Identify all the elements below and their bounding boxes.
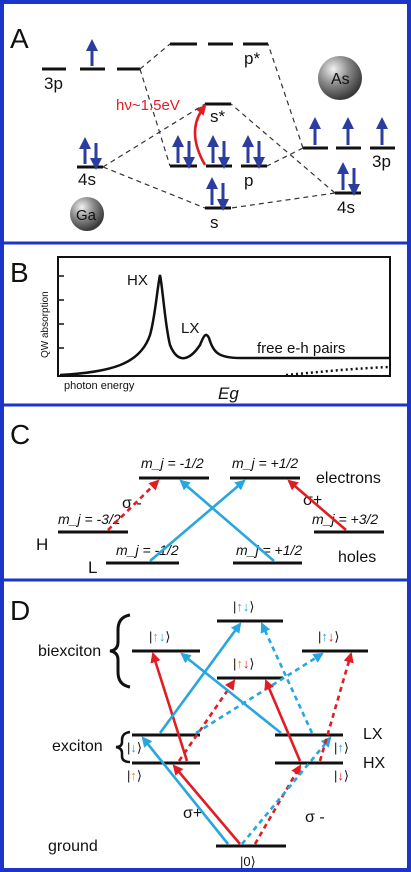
d-transition-ground-to-hx-right — [253, 764, 302, 845]
electrons-label: electrons — [316, 470, 381, 487]
d-transition-hx-right-to-biex-mid — [264, 679, 302, 762]
corr-line-ga4s-s — [102, 166, 206, 209]
d-transition-lx-right-to-biex-top — [260, 622, 314, 734]
bandgap-continuum-dotted — [285, 365, 390, 377]
absorption-spectrum-curve — [59, 274, 389, 377]
hole-mj-label-h-left: m_j = -3/2 — [58, 511, 121, 527]
panel-c: C m_j = -1/2 m_j = +1/2 m_j = -3/2 m_j =… — [10, 419, 384, 577]
sigma-plus-label-d: σ+ — [183, 805, 202, 822]
corr-line-as3p-pstar — [267, 43, 304, 149]
exciton-state-hx-left: |↑⟩ — [127, 768, 142, 783]
biexciton-label: biexciton — [38, 643, 101, 660]
as-3p-label: 3p — [372, 152, 391, 171]
holes-label: holes — [338, 549, 376, 566]
sigma-minus-label-d: σ - — [305, 809, 325, 826]
free-eh-pairs-label: free e-h pairs — [257, 340, 345, 357]
hole-mj-label-l-right: m_j = +1/2 — [236, 542, 302, 558]
ga-atom-label: Ga — [76, 207, 97, 224]
transition-l-right-to-e-left — [179, 479, 275, 562]
hx-state-label: HX — [363, 755, 386, 772]
d-transition-lx-left-to-biex-top — [158, 622, 242, 734]
photon-energy-label: hν~1.5eV — [116, 97, 180, 114]
pstar-label: p* — [244, 49, 260, 68]
transition-l-left-to-e-right — [149, 479, 246, 562]
sigma-minus-label-c: σ - — [122, 495, 142, 512]
d-transition-lx-left-to-biex-right — [195, 652, 324, 735]
d-transition-hx-left-to-biex-left — [150, 652, 189, 762]
exciton-label: exciton — [52, 738, 103, 755]
d-transition-ground-to-hx-left — [172, 764, 241, 845]
electron-mj-label-left: m_j = -1/2 — [141, 455, 204, 471]
l-band-label: L — [88, 558, 97, 577]
panel-d: D biexciton exciton ground LX HX σ+ σ - … — [10, 595, 386, 869]
transition-h-right-sigma-plus — [287, 479, 347, 531]
d-transition-lx-right-to-biex-left — [180, 652, 282, 735]
ga-4s-label: 4s — [78, 170, 96, 189]
lx-state-label: LX — [363, 726, 383, 743]
p-label: p — [244, 171, 253, 190]
exciton-brace — [115, 730, 131, 764]
exciton-state-hx-right: |↓⟩ — [334, 768, 349, 783]
d-transition-hx-left-to-biex-mid — [177, 679, 236, 762]
h-band-label: H — [36, 535, 48, 554]
corr-line-as4s-s — [230, 192, 336, 209]
as-atom-label: As — [331, 71, 350, 88]
corr-line-as3p-p — [266, 147, 304, 167]
ground-label: ground — [48, 838, 98, 855]
as-atom-sphere — [318, 56, 362, 100]
hx-peak-label: HX — [127, 272, 148, 289]
corr-line-as4s-sstar — [230, 103, 336, 194]
ga-atom-sphere — [70, 197, 104, 231]
d-transition-ground-to-lx-right — [240, 736, 332, 845]
exciton-state-lx-right: |↑⟩ — [334, 740, 349, 755]
ga-3p-label: 3p — [44, 74, 63, 93]
absorption-axis-label: QW absorption — [40, 291, 51, 358]
panel-a: A 3p p* As s* hν~1.5eV 4s p — [10, 23, 395, 232]
panel-d-label: D — [10, 595, 30, 626]
photon-energy-axis-label: photon energy — [64, 380, 135, 392]
panel-b: B QW absorption photon energy HX LX free… — [10, 256, 391, 403]
transition-h-left-sigma-minus — [107, 479, 160, 531]
ground-state-ket: |0⟩ — [240, 854, 256, 869]
bandgap-label: Eg — [218, 384, 239, 403]
biexciton-state-top: |↑↓⟩ — [233, 599, 254, 614]
panel-c-label: C — [10, 419, 30, 450]
electron-mj-label-right: m_j = +1/2 — [232, 455, 298, 471]
corr-line-ga3p-pstar — [139, 43, 171, 70]
biexciton-state-right: |↑↓⟩ — [318, 629, 339, 644]
absorption-plot-frame — [57, 256, 391, 377]
lx-peak-label: LX — [181, 320, 199, 337]
photon-excitation-arrow — [193, 104, 207, 166]
hole-mj-label-l-left: m_j = -1/2 — [116, 542, 179, 558]
s-label: s — [210, 213, 219, 232]
y-axis-ticks — [58, 275, 64, 349]
hole-mj-label-h-right: m_j = +3/2 — [312, 511, 378, 527]
biexciton-state-mid: |↑↓⟩ — [233, 656, 254, 671]
panel-a-label: A — [10, 23, 29, 54]
corr-line-ga4s-sstar — [102, 103, 206, 168]
corr-line-ga3p-p — [139, 68, 171, 167]
biexciton-state-left: |↑↓⟩ — [149, 629, 170, 644]
d-transition-hx-right-to-biex-right — [318, 652, 354, 762]
panel-b-label: B — [10, 257, 29, 288]
d-transition-ground-to-lx-left — [141, 736, 230, 845]
sstar-label: s* — [210, 107, 226, 126]
biexciton-brace — [109, 613, 131, 689]
exciton-state-lx-left: |↓⟩ — [127, 740, 142, 755]
as-4s-label: 4s — [337, 198, 355, 217]
